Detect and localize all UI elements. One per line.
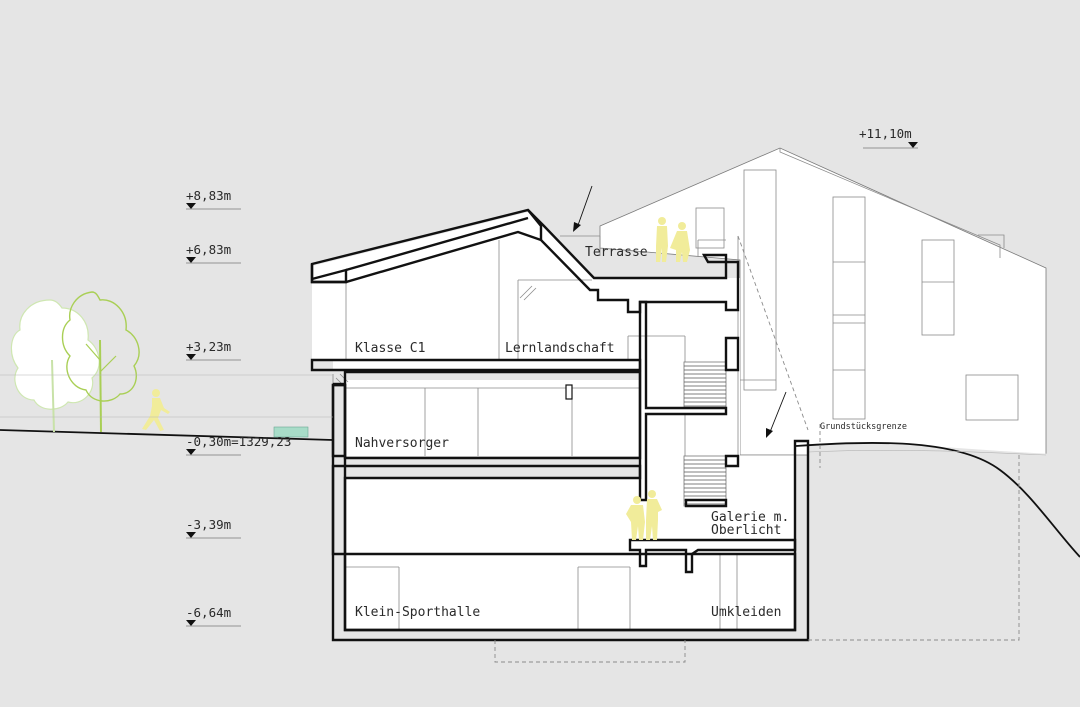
tree-right-icon <box>61 291 140 433</box>
level-label: +6,83m <box>186 242 231 257</box>
dashed-outlines <box>494 235 1020 663</box>
level-label: -0,30m=1329,23 <box>186 434 291 449</box>
stair-flight-1 <box>683 361 727 409</box>
level-marker-l2: +6,83m <box>186 242 241 264</box>
room-label-sporthalle: Klein-Sporthalle <box>355 605 480 620</box>
room-label-lernlandschaft: Lernlandschaft <box>505 341 615 356</box>
neighbouring-building <box>599 147 1047 456</box>
stair-flight-2 <box>683 455 727 507</box>
room-label-klasse: Klasse C1 <box>355 341 425 356</box>
level-marker-l3: +3,23m <box>186 339 241 361</box>
direction-arrows <box>573 185 787 438</box>
property-line-label: Grundstücksgrenze <box>820 422 907 432</box>
stairs <box>683 361 727 507</box>
room-label-galerie: Galerie m. <box>711 510 789 525</box>
room-label-nahversorger: Nahversorger <box>355 436 449 451</box>
room-label-terrasse: Terrasse <box>585 245 648 260</box>
water-element <box>273 426 309 438</box>
level-label: -3,39m <box>186 517 231 532</box>
room-label-umkleiden: Umkleiden <box>711 605 781 620</box>
structure-walls <box>310 208 810 642</box>
level-marker-l5: -3,39m <box>186 517 241 539</box>
person-walking-icon <box>142 389 170 431</box>
level-marker-l7: +11,10m <box>859 126 918 149</box>
people-galerie-icon <box>626 490 662 540</box>
room-label-oberlicht: Oberlicht <box>711 523 781 538</box>
level-marker-l1: +8,83m <box>186 188 241 210</box>
level-label: +11,10m <box>859 126 912 141</box>
tree-left-icon <box>10 299 100 433</box>
terrain <box>0 429 1080 707</box>
level-label: -6,64m <box>186 605 231 620</box>
level-marker-l4: -0,30m=1329,23 <box>186 434 291 456</box>
level-label: +3,23m <box>186 339 231 354</box>
level-marker-l6: -6,64m <box>186 605 241 627</box>
level-label: +8,83m <box>186 188 231 203</box>
people-terrace-icon <box>656 217 690 262</box>
